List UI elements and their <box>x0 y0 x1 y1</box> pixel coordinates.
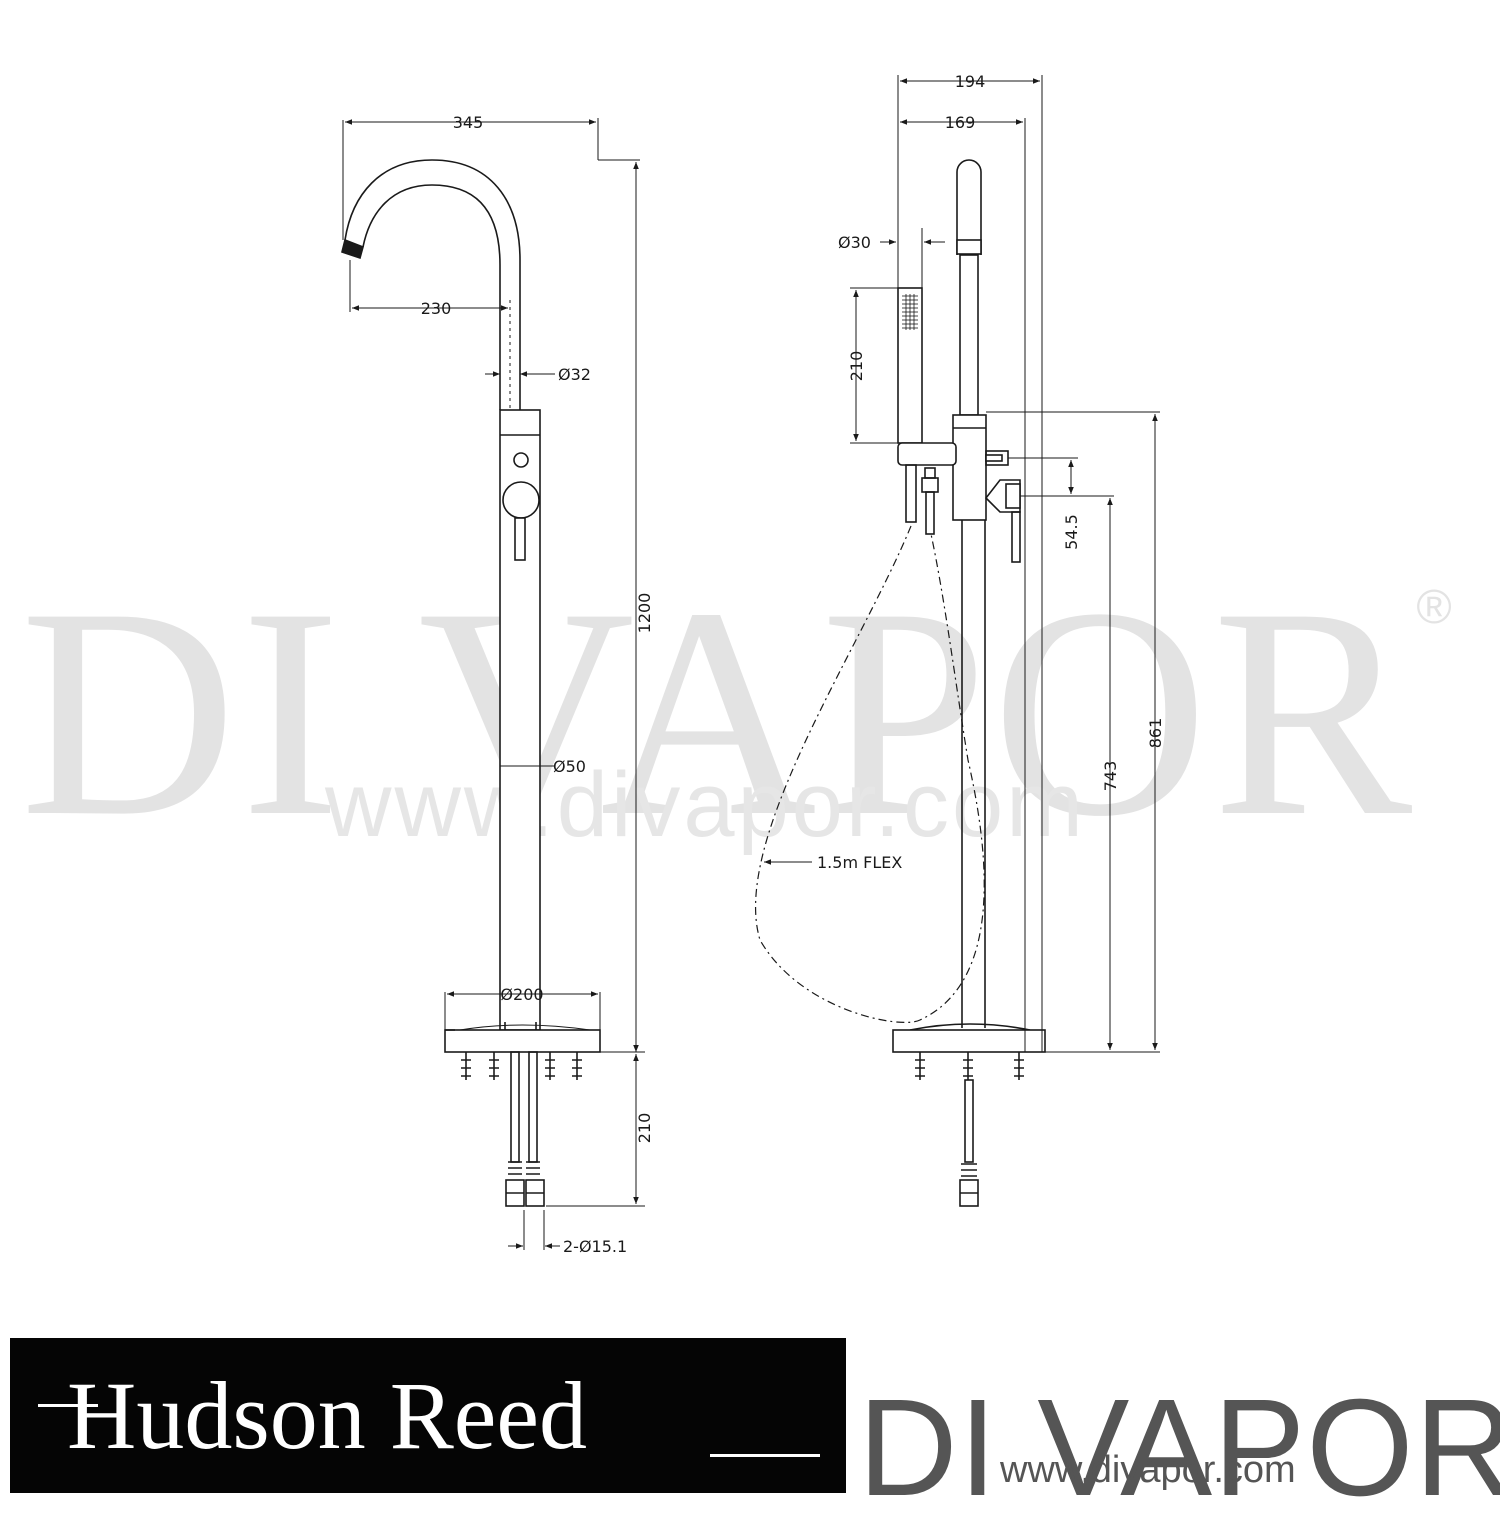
dim-body-dia: Ø50 <box>553 757 586 776</box>
front-body <box>499 409 541 1031</box>
dim-handset-dia: Ø30 <box>838 233 871 252</box>
dim-side-outer: 194 <box>955 72 986 91</box>
side-fixing-screws <box>915 1052 1024 1080</box>
hudson-reed-logo-bar-bottom <box>710 1454 820 1457</box>
spout <box>341 159 521 410</box>
dim-overall-height: 1200 <box>635 593 654 634</box>
side-spout <box>956 159 982 416</box>
divapor-url: www.divapor.com <box>1000 1449 1296 1491</box>
dim-handset-length: 210 <box>847 351 866 382</box>
front-view <box>341 159 601 1207</box>
hudson-reed-wordmark: Hudson Reed <box>67 1362 587 1469</box>
dim-body-height: 861 <box>1146 718 1165 749</box>
side-inlet-tail <box>959 1079 979 1207</box>
side-base-plate <box>892 1023 1046 1053</box>
hudson-reed-logo: Hudson Reed <box>10 1338 846 1493</box>
front-base-plate <box>444 1024 601 1053</box>
side-handset <box>897 287 923 444</box>
front-inlet-tails <box>505 1051 545 1207</box>
side-stem <box>961 520 986 1028</box>
dim-base-dia: Ø200 <box>500 985 543 1004</box>
dim-side-inner: 169 <box>945 113 976 132</box>
dim-valve-height: 743 <box>1101 761 1120 792</box>
dim-spout-reach: 345 <box>453 113 484 132</box>
dim-outlet-reach: 230 <box>421 299 452 318</box>
divapor-logo: DI VAPOR® <box>858 1371 1500 1525</box>
hudson-reed-logo-bar-top <box>38 1404 98 1407</box>
dim-below-floor: 210 <box>635 1113 654 1144</box>
side-view <box>755 159 1046 1207</box>
dim-valve-offset: 54.5 <box>1062 514 1081 550</box>
front-fixing-screws <box>461 1052 582 1080</box>
shower-hose <box>755 525 985 1023</box>
technical-drawing: 345 230 Ø32 Ø50 Ø200 1200 210 2-Ø15.1 <box>341 72 1165 1256</box>
dim-spout-pipe: Ø32 <box>558 365 591 384</box>
dim-inlets: 2-Ø15.1 <box>563 1237 627 1256</box>
side-dimensions <box>764 75 1160 1053</box>
front-dimensions <box>342 118 645 1250</box>
hose-label: 1.5m FLEX <box>817 853 902 872</box>
side-valve-body <box>897 414 1021 563</box>
